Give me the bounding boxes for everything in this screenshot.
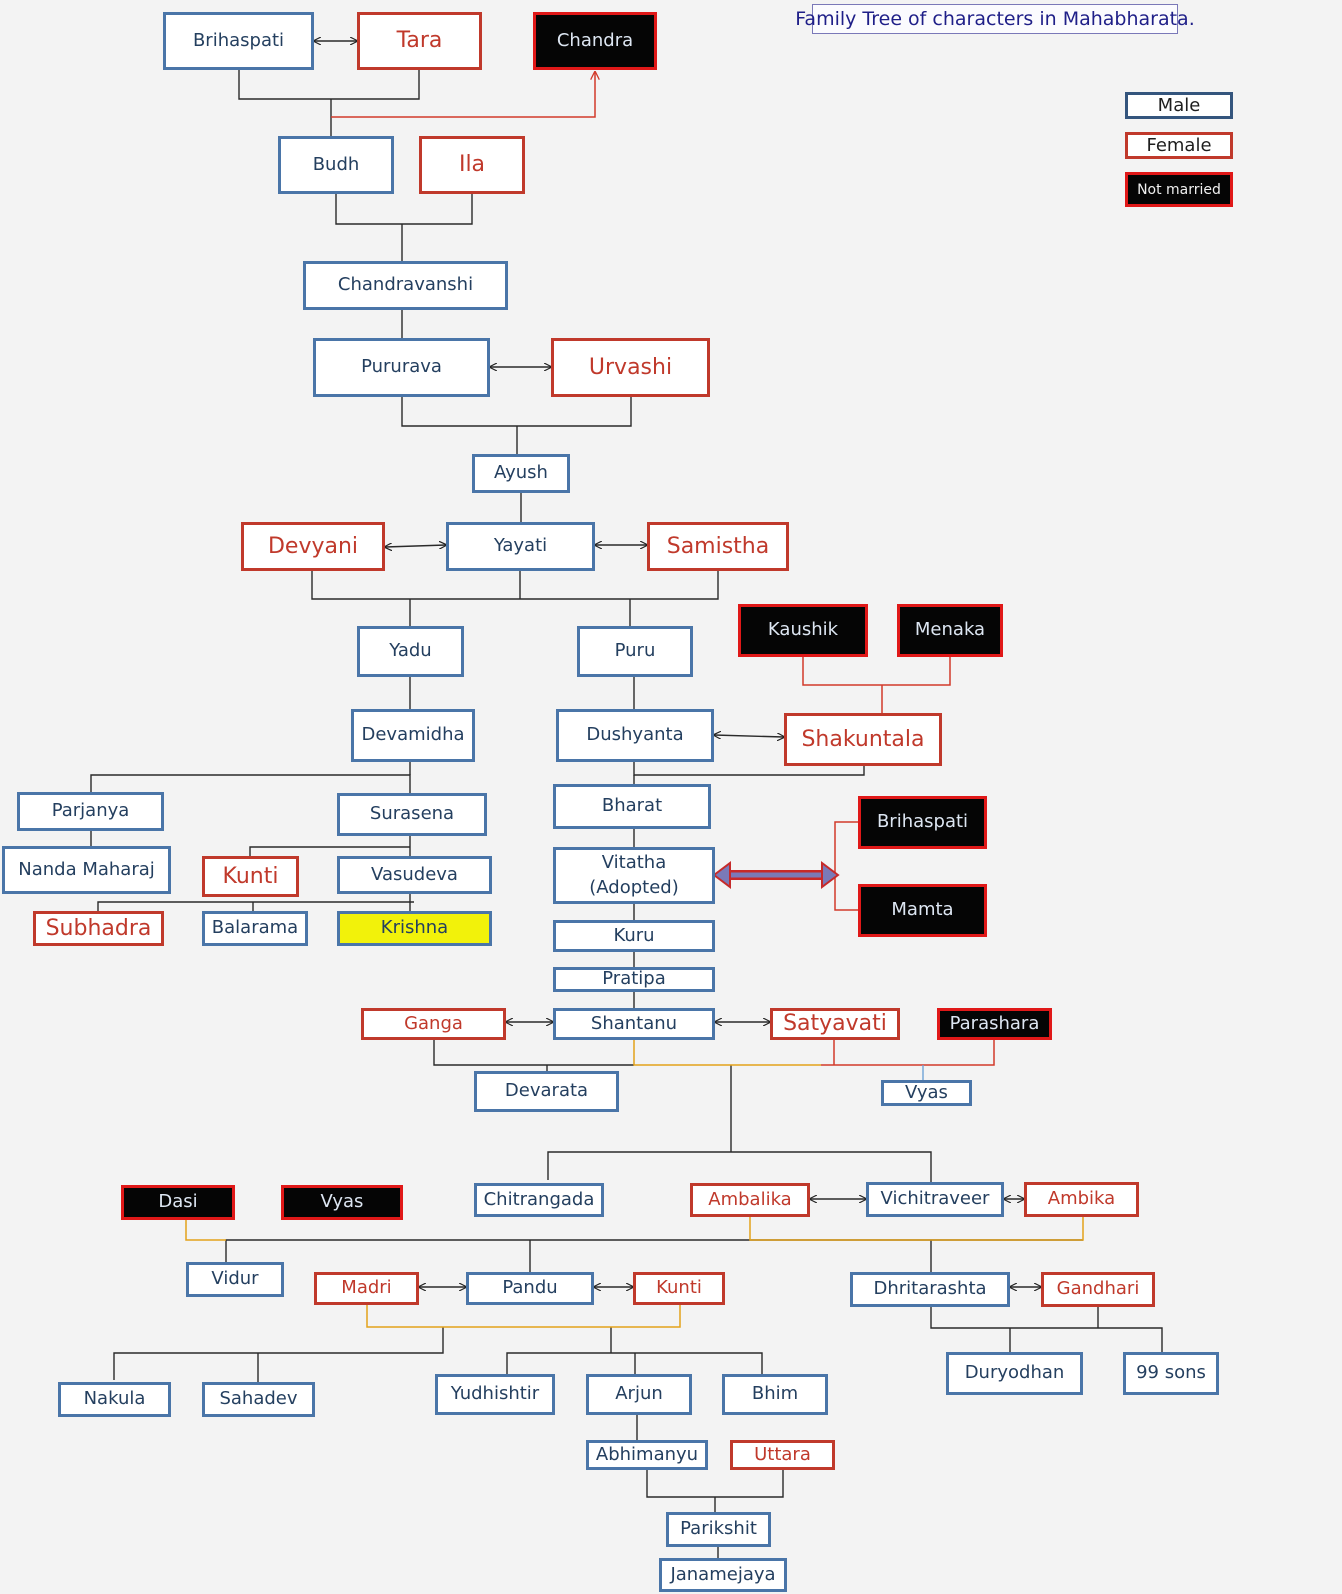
link-budh-ila xyxy=(335,194,473,225)
node-menaka: Menaka xyxy=(897,604,1003,657)
link-chandra-affair xyxy=(331,72,595,118)
legend-female: Female xyxy=(1125,132,1233,159)
node-ayush: Ayush xyxy=(472,454,570,493)
node-abhimanyu: Abhimanyu xyxy=(586,1440,708,1470)
node-krishna: Krishna xyxy=(337,911,492,946)
link-satyavati-sons xyxy=(547,1151,932,1182)
link-ganga-children xyxy=(433,1040,634,1066)
node-vyas-2: Vyas xyxy=(281,1185,403,1220)
adoption-double-arrow xyxy=(712,861,840,889)
node-madri: Madri xyxy=(314,1272,419,1305)
node-ambika: Ambika xyxy=(1024,1182,1139,1217)
node-yudhishtir: Yudhishtir xyxy=(435,1374,555,1415)
node-subhadra: Subhadra xyxy=(33,911,164,946)
link-madri-children xyxy=(113,1327,444,1380)
link-dhritarashta-children xyxy=(930,1299,1163,1352)
node-parashara: Parashara xyxy=(937,1008,1052,1040)
chart-title: Family Tree of characters in Mahabharata… xyxy=(795,4,1195,34)
link-brihaspati-tara-down xyxy=(238,70,420,100)
vitatha-note: (Adopted) xyxy=(589,876,679,898)
link-dushyanta-shakuntala xyxy=(633,762,865,776)
node-janamejaya: Janamejaya xyxy=(659,1558,787,1592)
node-chandravanshi: Chandravanshi xyxy=(303,261,508,310)
node-vidur: Vidur xyxy=(186,1262,284,1297)
node-vichitraveer: Vichitraveer xyxy=(866,1182,1004,1217)
node-kaushik: Kaushik xyxy=(738,604,868,657)
node-vyas-1: Vyas xyxy=(881,1080,972,1106)
marriage-dushyanta-shakuntala xyxy=(714,735,784,737)
link-devamidha-children xyxy=(90,774,411,793)
node-chandra: Chandra xyxy=(533,12,657,70)
node-vasudeva: Vasudeva xyxy=(337,856,492,894)
node-tara: Tara xyxy=(357,12,482,70)
node-dasi: Dasi xyxy=(121,1185,235,1220)
node-yadu: Yadu xyxy=(357,626,464,677)
legend-male: Male xyxy=(1125,92,1233,119)
node-puru: Puru xyxy=(577,626,693,677)
node-sahadev: Sahadev xyxy=(202,1382,315,1417)
link-yayati-wives xyxy=(311,571,719,600)
node-devyani: Devyani xyxy=(241,522,385,571)
node-nanda-maharaj: Nanda Maharaj xyxy=(2,846,171,894)
node-brihaspati: Brihaspati xyxy=(163,12,314,70)
link-pururava-urvashi xyxy=(401,397,632,427)
node-kunti-1: Kunti xyxy=(202,856,299,897)
node-chitrangada: Chitrangada xyxy=(474,1183,604,1217)
link-dasi-vyas xyxy=(185,1220,226,1241)
node-duryodhan: Duryodhan xyxy=(946,1352,1083,1395)
link-abhimanyu-uttara xyxy=(646,1470,784,1498)
node-pandu: Pandu xyxy=(466,1272,594,1305)
node-gandhari: Gandhari xyxy=(1041,1272,1155,1307)
node-bhim: Bhim xyxy=(722,1374,828,1415)
node-uttara: Uttara xyxy=(730,1440,835,1470)
link-vasudeva-children xyxy=(97,901,414,911)
node-devamidha: Devamidha xyxy=(351,709,475,762)
link-ambalika-ambika xyxy=(749,1217,1084,1241)
node-satyavati: Satyavati xyxy=(770,1008,900,1040)
node-dhritarashta: Dhritarashta xyxy=(850,1272,1010,1307)
node-balarama: Balarama xyxy=(202,911,308,946)
vitatha-name: Vitatha xyxy=(601,852,667,874)
node-samistha: Samistha xyxy=(647,522,789,571)
link-madri-kunti xyxy=(366,1305,681,1328)
node-brihaspati-2: Brihaspati xyxy=(858,796,987,849)
node-devarata: Devarata xyxy=(474,1071,619,1112)
node-shantanu: Shantanu xyxy=(553,1008,715,1040)
link-brihaspati-mamta xyxy=(834,821,858,911)
node-pratipa: Pratipa xyxy=(553,967,715,992)
node-dushyanta: Dushyanta xyxy=(556,709,714,762)
node-ganga: Ganga xyxy=(361,1008,506,1040)
link-parashara-vyas xyxy=(821,1040,995,1066)
node-mamta: Mamta xyxy=(858,884,987,937)
node-yayati: Yayati xyxy=(446,522,595,571)
link-vyas-dasi-children xyxy=(225,1239,1083,1262)
link-kaushik-menaka xyxy=(802,657,951,686)
link-vasudeva-wife xyxy=(249,846,410,856)
node-parikshit: Parikshit xyxy=(666,1512,771,1547)
node-bharat: Bharat xyxy=(553,784,711,829)
legend-not-married: Not married xyxy=(1125,172,1233,207)
link-shantanu-satyavati-children xyxy=(633,1040,821,1066)
node-urvashi: Urvashi xyxy=(551,338,710,397)
node-pururava: Pururava xyxy=(313,338,490,397)
node-parjanya: Parjanya xyxy=(17,792,164,831)
node-ambalika: Ambalika xyxy=(690,1183,810,1217)
node-arjun: Arjun xyxy=(586,1374,692,1415)
marriage-devyani-yayati xyxy=(385,545,446,547)
node-nakula: Nakula xyxy=(58,1382,171,1417)
node-surasena: Surasena xyxy=(337,793,487,836)
node-kunti-2: Kunti xyxy=(633,1272,725,1305)
node-kuru: Kuru xyxy=(553,920,715,952)
node-ila: Ila xyxy=(419,136,525,194)
node-shakuntala: Shakuntala xyxy=(784,713,942,766)
node-vitatha: Vitatha (Adopted) xyxy=(553,847,715,904)
node-budh: Budh xyxy=(278,136,394,194)
node-99-sons: 99 sons xyxy=(1123,1352,1219,1395)
